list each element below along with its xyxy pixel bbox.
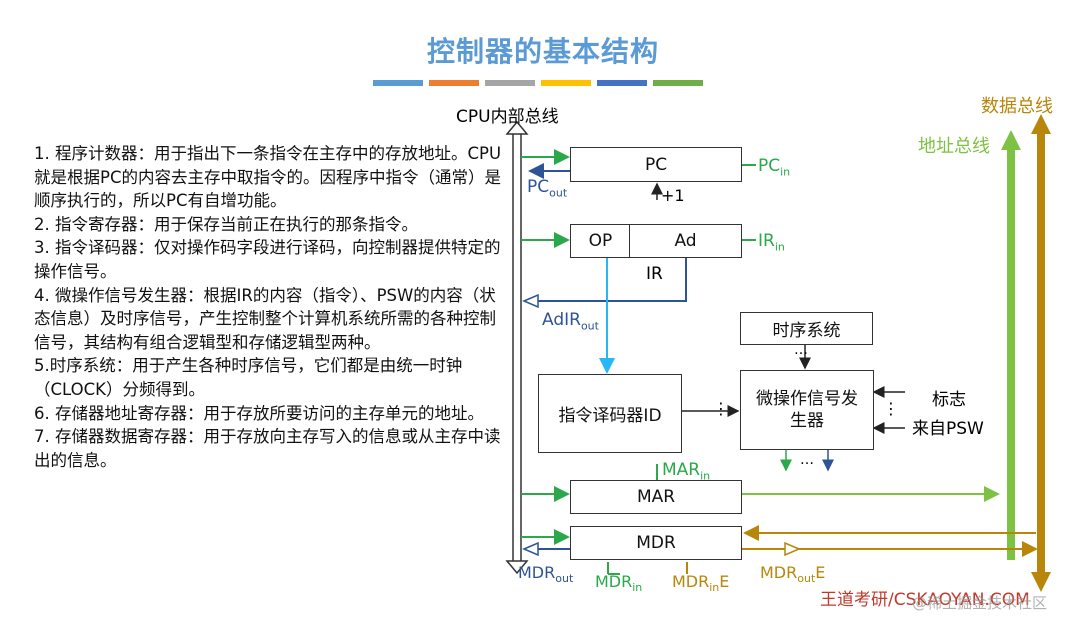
signal-main: MDR (595, 572, 633, 591)
signal-sub: in (774, 240, 785, 254)
color-bar (653, 80, 703, 86)
signal-main: MDR (672, 572, 710, 591)
mdr-out-e-signal: MDRoutE (760, 563, 825, 585)
mar-register: MAR (570, 480, 742, 514)
description-item: 1. 程序计数器：用于指出下一条指令在主存中的存放地址。CPU就是根据PC的内容… (34, 144, 502, 211)
signal-main: MAR (662, 460, 701, 480)
mdr-label: MDR (636, 533, 676, 553)
signal-sub: out (555, 572, 574, 586)
color-bar (373, 80, 423, 86)
color-bar (541, 80, 591, 86)
description-item: 3. 指令译码器：仅对操作码字段进行译码，向控制器提供特定的操作信号。 (34, 238, 501, 281)
plus-one-label: +1 (661, 186, 685, 205)
description-item: 6. 存储器地址寄存器：用于存放所要访问的主存单元的地址。 (34, 403, 484, 423)
signal-tail: E (815, 563, 826, 582)
mdr-in-signal: MDRin (595, 572, 642, 594)
mar-label: MAR (636, 487, 676, 507)
timing-system-label: 时序系统 (772, 321, 841, 341)
signal-sub: in (632, 581, 643, 595)
color-bar (597, 80, 647, 86)
signal-main: MDR (518, 563, 556, 582)
vertical-ellipsis: ⋮ (883, 399, 899, 418)
pc-register: PC (570, 147, 742, 182)
op-field: OP (570, 224, 631, 258)
mdr-out-signal: MDRout (518, 563, 573, 585)
watermark-text: 王道考研/CSKAOYAN.COM (820, 590, 1030, 610)
signal-sub: in (780, 165, 791, 179)
signal-main: PC (758, 156, 781, 176)
op-label: OP (588, 231, 613, 251)
ad-label: Ad (674, 231, 697, 251)
instruction-decoder-box: 指令译码器ID (538, 374, 682, 453)
description-item: 2. 指令寄存器：用于保存当前正在执行的那条指令。 (34, 214, 418, 234)
description-item: 4. 微操作信号发生器：根据IR的内容（指令）、PSW的内容（状态信息）及时序信… (34, 285, 496, 352)
signal-sub: out (797, 572, 816, 586)
data-bus-label: 数据总线 (981, 96, 1053, 117)
page-title: 控制器的基本结构 (426, 35, 659, 68)
signal-sub: out (580, 319, 599, 333)
ad-field: Ad (629, 224, 742, 258)
instruction-decoder-label: 指令译码器ID (558, 406, 662, 426)
micro-op-generator-box: 微操作信号发生器 (740, 370, 874, 450)
signal-sub: out (549, 186, 568, 200)
signal-sub: in (700, 469, 711, 483)
cpu-bus-label: CPU内部总线 (456, 107, 559, 127)
color-bar (485, 80, 535, 86)
description-item: 7. 存储器数据寄存器：用于存放向主存写入的信息或从主存中读出的信息。 (34, 427, 501, 470)
ellipsis-label: … (794, 342, 808, 358)
color-bar (429, 80, 479, 86)
color-bar-strip (373, 80, 703, 86)
flag-label: 标志 (932, 390, 966, 410)
micro-op-generator-label: 微操作信号发生器 (756, 389, 858, 431)
from-psw-label: 来自PSW (912, 419, 984, 439)
vertical-ellipsis: ⋮ (713, 399, 729, 418)
ellipsis-label: … (800, 452, 814, 468)
mdr-in-e-signal: MDRinE (672, 572, 729, 594)
mar-in-signal: MARin (662, 460, 710, 482)
signal-main: PC (527, 177, 550, 197)
address-bus-label: 地址总线 (918, 136, 990, 157)
signal-tail: E (719, 572, 730, 591)
mdr-register: MDR (570, 526, 742, 560)
description-list: 1. 程序计数器：用于指出下一条指令在主存中的存放地址。CPU就是根据PC的内容… (34, 142, 504, 472)
ir-label: IR (646, 264, 663, 284)
signal-main: IR (758, 231, 775, 251)
signal-main: AdIR (542, 310, 581, 330)
timing-system-box: 时序系统 (740, 312, 873, 345)
signal-sub: in (709, 581, 720, 595)
ir-in-signal: IRin (758, 231, 785, 253)
signal-main: MDR (760, 563, 798, 582)
pc-in-signal: PCin (758, 156, 790, 178)
pc-out-signal: PCout (527, 177, 567, 199)
description-item: 5.时序系统：用于产生各种时序信号，它们都是由统一时钟（CLOCK）分频得到。 (34, 356, 463, 399)
watermark-community: @稀土掘金技术社区 (912, 594, 1048, 612)
pc-label: PC (644, 154, 668, 175)
adir-out-signal: AdIRout (542, 310, 599, 332)
